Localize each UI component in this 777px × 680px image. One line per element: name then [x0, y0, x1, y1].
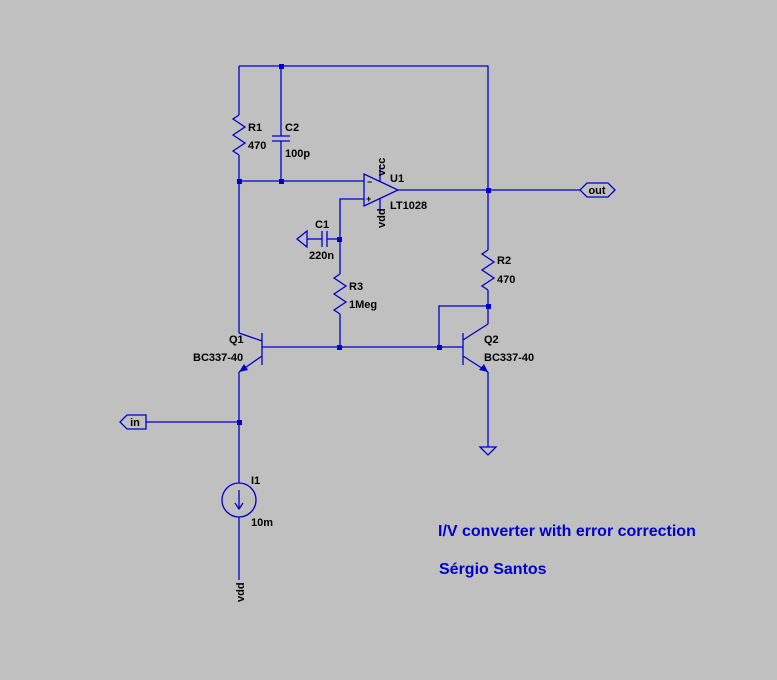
- resistor-r2[interactable]: [480, 190, 496, 324]
- u1-ref-label: U1: [390, 173, 404, 185]
- u1-vcc-label: vcc: [376, 158, 388, 176]
- schematic-author: Sérgio Santos: [439, 561, 547, 578]
- schematic-title: I/V converter with error correction: [438, 523, 696, 540]
- q1-ref-label: Q1: [229, 334, 244, 346]
- u1-value-label: LT1028: [390, 200, 427, 212]
- q2-diode-connection-wire: [438, 305, 488, 347]
- i1-ref-label: I1: [251, 475, 260, 487]
- opamp-minus-sign: −: [367, 177, 372, 187]
- u1-vdd-label: vdd: [376, 208, 388, 228]
- r2-ref-label: R2: [497, 255, 511, 267]
- capacitor-c2[interactable]: [272, 66, 290, 181]
- c2-value-label: 100p: [285, 148, 310, 160]
- capacitor-c1[interactable]: [307, 231, 340, 247]
- noninverting-input-wire: [339, 198, 364, 274]
- r3-ref-label: R3: [349, 281, 363, 293]
- opamp-u1[interactable]: [363, 166, 488, 214]
- top-rail-wire: [239, 65, 489, 190]
- q2-ground-icon: [478, 446, 498, 456]
- resistor-r3[interactable]: [332, 273, 348, 347]
- c1-ref-label: C1: [315, 219, 329, 231]
- c2-ref-label: C2: [285, 122, 299, 134]
- out-port[interactable]: [579, 182, 616, 198]
- out-port-label: out: [588, 185, 605, 197]
- q2-ref-label: Q2: [484, 334, 499, 346]
- junction-dots: [237, 64, 491, 425]
- r1-ref-label: R1: [248, 122, 262, 134]
- c1-ground-icon: [295, 229, 308, 249]
- transistor-q2[interactable]: [462, 323, 489, 447]
- opamp-plus-sign: +: [366, 194, 371, 204]
- resistor-r1[interactable]: [231, 66, 247, 181]
- r3-value-label: 1Meg: [349, 299, 377, 311]
- transistor-q1[interactable]: [238, 181, 263, 422]
- c1-value-label: 220n: [309, 250, 334, 262]
- r1-value-label: 470: [248, 140, 266, 152]
- vdd-net-label: vdd: [235, 582, 247, 602]
- current-source-i1[interactable]: [221, 422, 257, 580]
- in-port-label: in: [130, 417, 140, 429]
- i1-value-label: 10m: [251, 517, 273, 529]
- in-port[interactable]: [119, 414, 147, 430]
- r2-value-label: 470: [497, 274, 515, 286]
- q2-value-label: BC337-40: [484, 352, 534, 364]
- q1-value-label: BC337-40: [193, 352, 243, 364]
